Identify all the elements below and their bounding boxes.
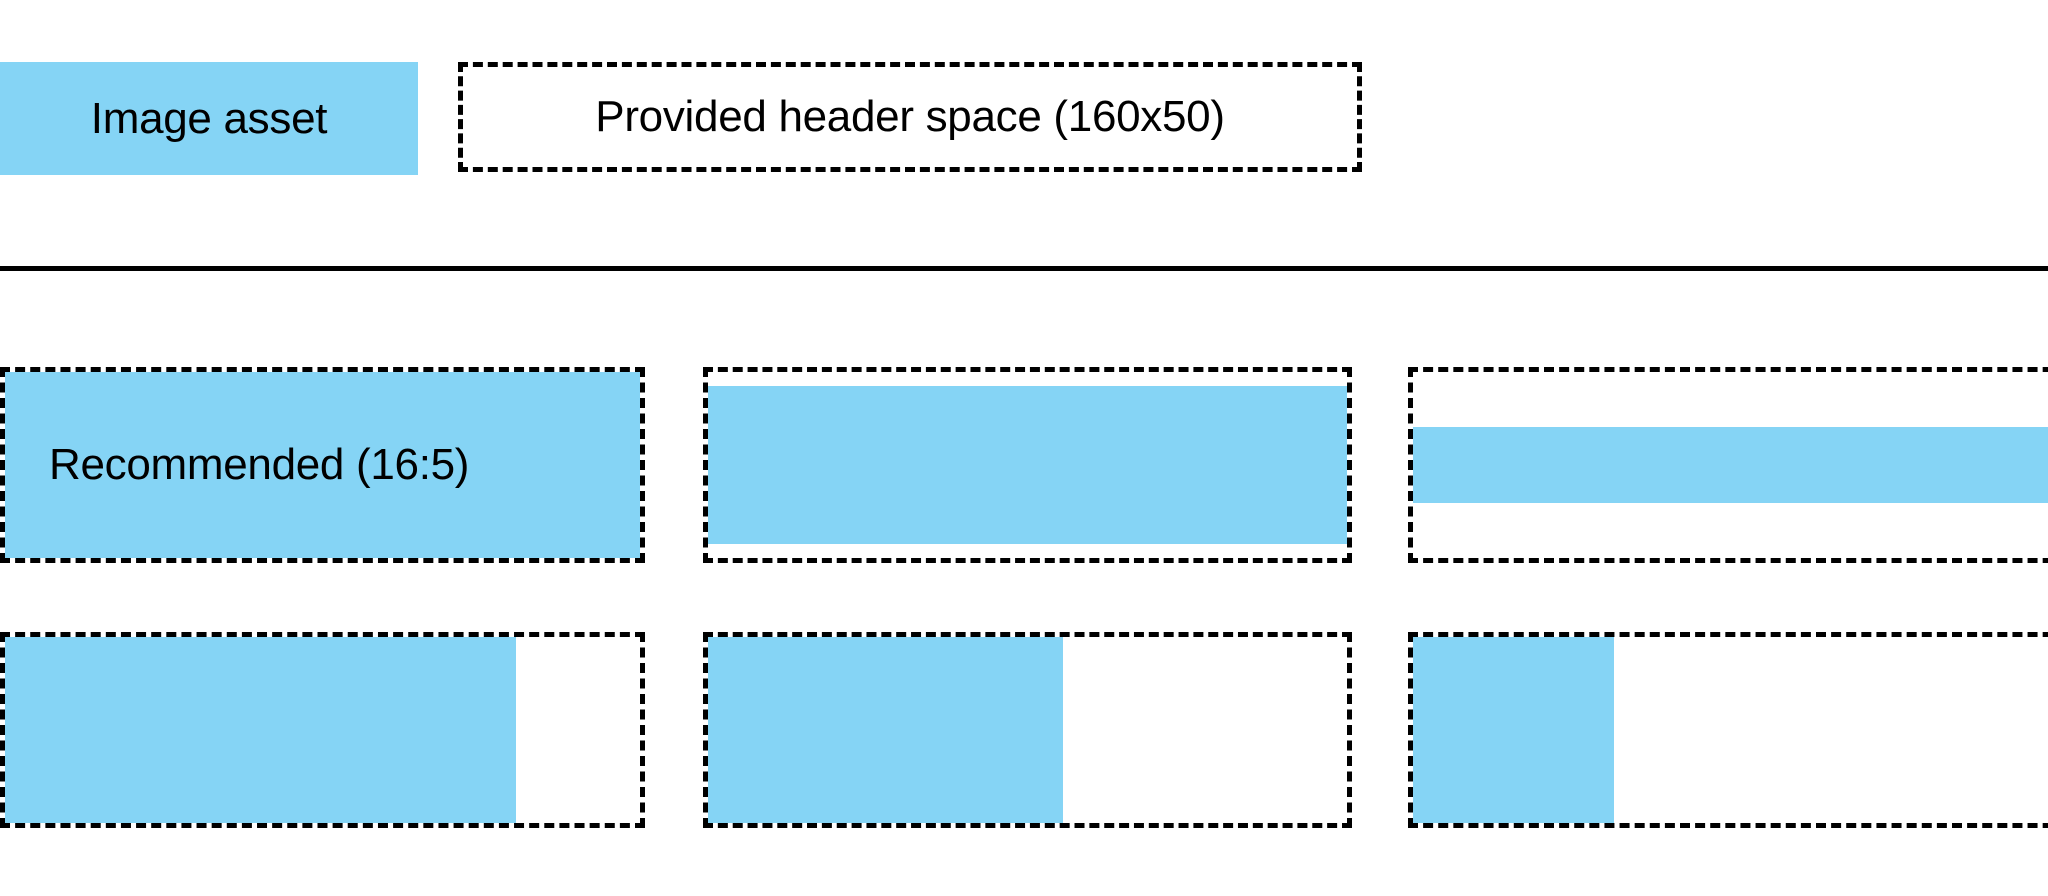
ratio-fill-bottom-1	[5, 637, 517, 823]
image-asset-label: Image asset	[90, 93, 328, 143]
ratio-fill-top-3	[1413, 427, 2048, 503]
ratio-box-bottom-3	[1408, 632, 2048, 828]
ratio-box-top-1: Recommended (16:5)	[0, 367, 645, 563]
image-asset-swatch: Image asset	[0, 62, 418, 175]
ratio-box-bottom-2	[703, 632, 1352, 828]
ratio-fill-top-1	[5, 372, 640, 558]
ratio-fill-bottom-3	[1413, 637, 1614, 823]
ratio-fill-top-2	[708, 386, 1347, 544]
ratio-row-bottom	[0, 632, 2048, 828]
ratio-box-top-2	[703, 367, 1352, 563]
ratio-row-top: Recommended (16:5)	[0, 367, 2048, 563]
provided-header-space-label: Provided header space (160x50)	[595, 92, 1225, 141]
ratio-box-bottom-1	[0, 632, 645, 828]
provided-header-space-box: Provided header space (160x50)	[458, 62, 1362, 172]
section-divider	[0, 266, 2048, 271]
ratio-fill-bottom-2	[708, 637, 1063, 823]
header-legend-row: Image asset Provided header space (160x5…	[0, 62, 2048, 177]
ratio-box-top-3	[1408, 367, 2048, 563]
